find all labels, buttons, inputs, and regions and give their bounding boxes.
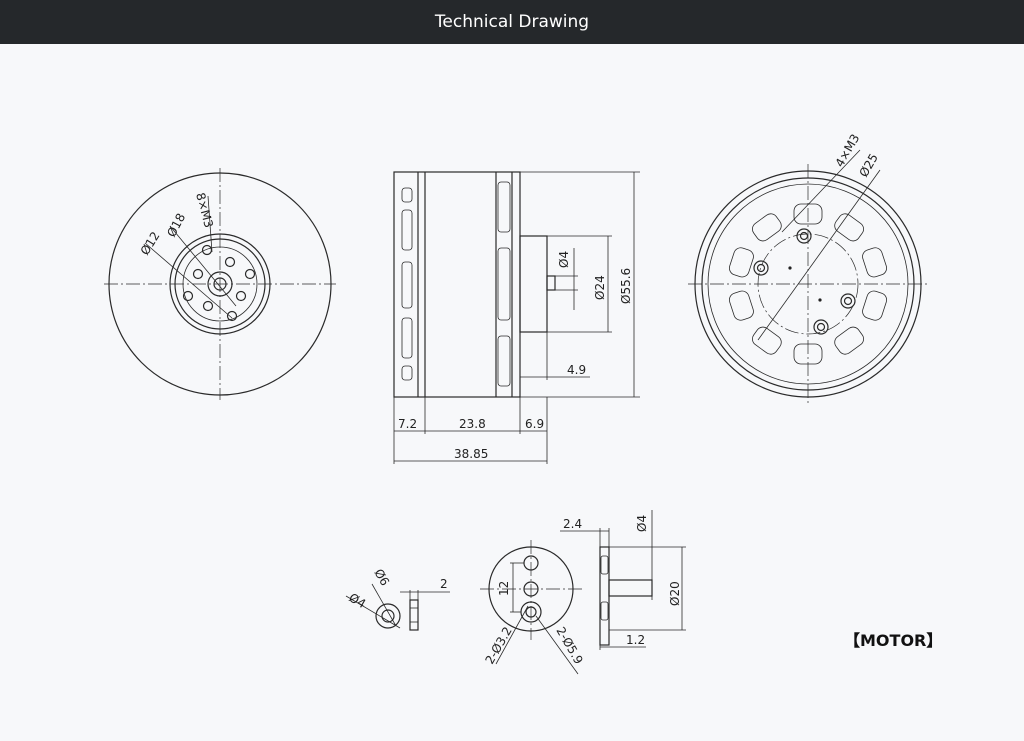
dim-mount-4: 2.4 xyxy=(563,517,582,531)
washer-view: 2 Ø6 Ø4 xyxy=(345,567,450,631)
dim-mount-5: Ø4 xyxy=(635,515,649,532)
dim-mount-1: 12 xyxy=(497,581,511,596)
dim-washer-2: Ø4 xyxy=(347,590,369,611)
dim-side-2: Ø24 xyxy=(593,275,607,300)
rear-view: 4×M3 Ø25 xyxy=(688,132,928,404)
technical-drawing: Ø12 Ø18 8×M3 Ø4 Ø2 xyxy=(104,132,928,675)
dim-front-3: 8×M3 xyxy=(193,191,216,229)
dim-side-8: 38.85 xyxy=(454,447,488,461)
dim-side-1: Ø4 xyxy=(557,251,571,268)
dim-side-6: 23.8 xyxy=(459,417,486,431)
dim-rear-1: 4×M3 xyxy=(832,132,862,170)
dim-front-2: Ø18 xyxy=(164,211,188,239)
mount-view: 12 2-Ø3.2 2-Ø5.9 2.4 Ø20 Ø4 1.2 xyxy=(480,510,686,675)
dim-mount-2: 2-Ø3.2 xyxy=(482,624,514,666)
dim-side-5: 7.2 xyxy=(398,417,417,431)
dim-side-3: Ø55.6 xyxy=(619,268,633,304)
dim-washer-1: Ø6 xyxy=(371,567,392,589)
title-bar: Technical Drawing xyxy=(0,0,1024,44)
drawing-canvas: Ø12 Ø18 8×M3 Ø4 Ø2 xyxy=(0,44,1024,741)
dim-side-7: 6.9 xyxy=(525,417,544,431)
dim-side-4: 4.9 xyxy=(567,363,586,377)
dim-mount-7: 1.2 xyxy=(626,633,645,647)
front-view: Ø12 Ø18 8×M3 xyxy=(104,168,336,400)
dim-mount-3: 2-Ø5.9 xyxy=(553,625,585,667)
dim-mount-6: Ø20 xyxy=(668,581,682,606)
dim-rear-2: Ø25 xyxy=(856,151,880,179)
side-view: Ø4 Ø24 Ø55.6 4.9 7.2 23.8 6.9 38.85 xyxy=(393,171,640,464)
dim-washer-3: 2 xyxy=(440,577,448,591)
motor-caption: 【MOTOR】 xyxy=(844,631,943,650)
dim-front-1: Ø12 xyxy=(138,229,163,257)
window-title: Technical Drawing xyxy=(434,12,590,32)
